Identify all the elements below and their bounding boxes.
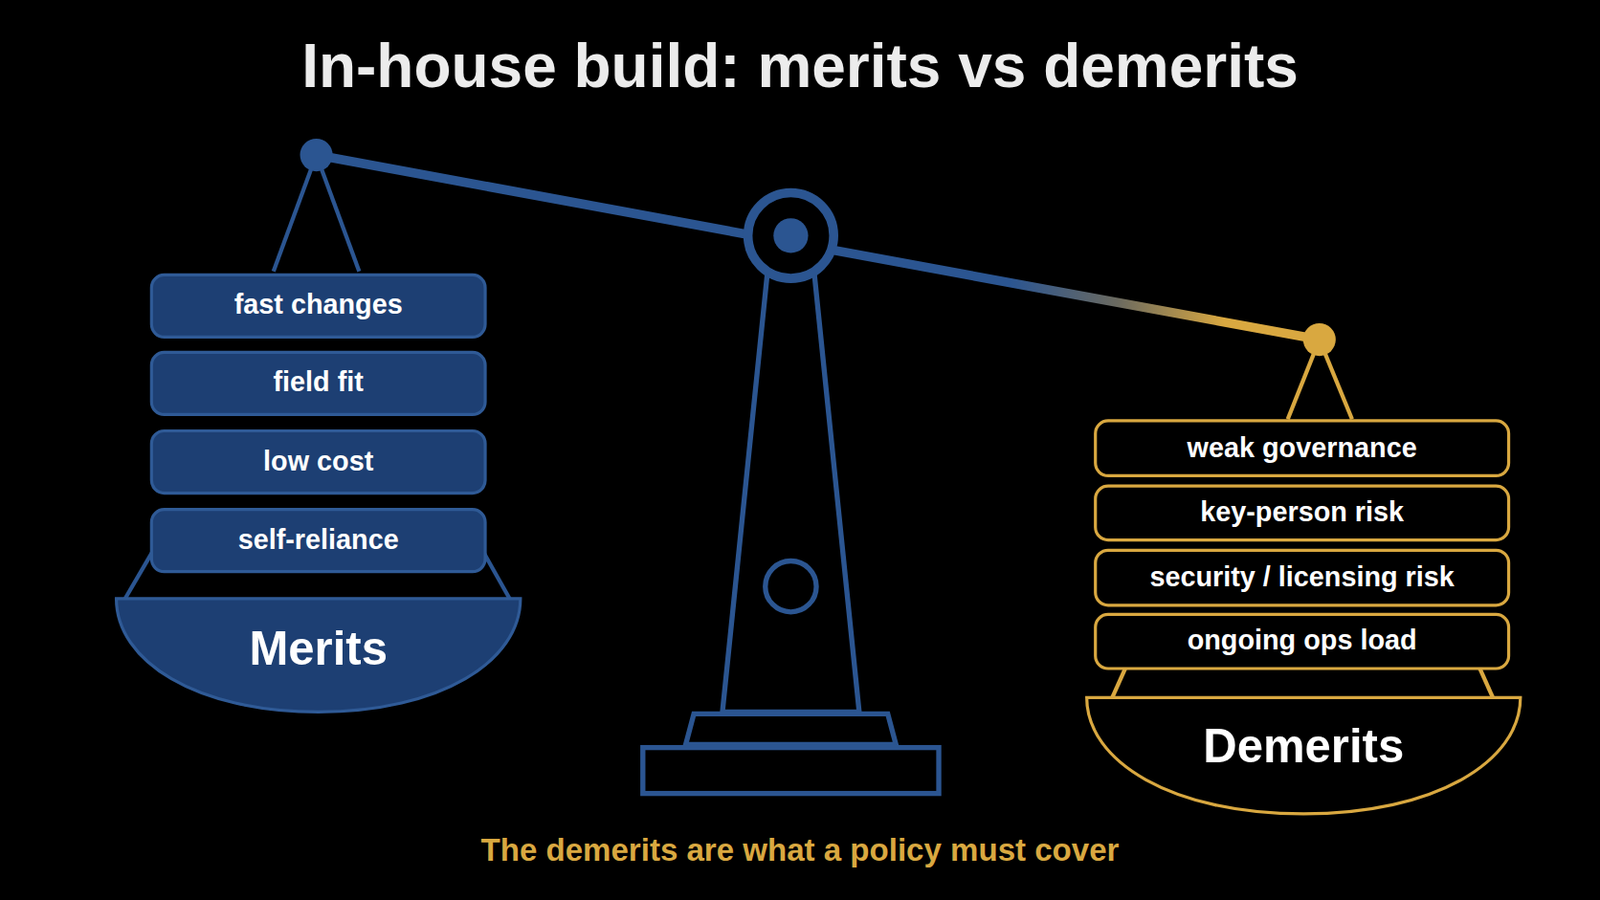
pan-support <box>1111 667 1126 698</box>
demerit-box: ongoing ops load <box>1093 613 1511 671</box>
merit-box: field fit <box>150 351 488 417</box>
demerit-box: key-person risk <box>1093 485 1511 543</box>
pivot-ring <box>748 193 835 280</box>
pan-label: Demerits <box>1202 722 1404 770</box>
beam-end <box>1303 323 1336 356</box>
merit-box: fast changes <box>150 273 488 339</box>
pan-support <box>482 551 511 600</box>
scale-pan: Merits <box>113 597 523 715</box>
box-label: ongoing ops load <box>1187 626 1418 658</box>
pan-outline <box>116 599 521 712</box>
hanger-line <box>316 155 360 272</box>
box-label: low cost <box>263 446 374 478</box>
pivot-dot <box>773 218 808 253</box>
box-label: key-person risk <box>1200 498 1404 530</box>
scale-step <box>686 713 897 745</box>
diagram-title: In-house build: merits vs demerits <box>0 32 1600 100</box>
box-label: field fit <box>273 368 364 400</box>
pan-label: Merits <box>248 625 387 673</box>
pillar-hole <box>765 560 817 612</box>
merit-box: self-reliance <box>150 508 488 574</box>
pan-support <box>1479 667 1493 698</box>
demerit-box: weak governance <box>1093 419 1511 478</box>
demerit-box: security / licensing risk <box>1093 549 1511 608</box>
box-label: self-reliance <box>238 525 400 556</box>
pan-support <box>124 551 154 600</box>
scale-pillar <box>722 273 860 713</box>
box-label: weak governance <box>1187 433 1418 465</box>
scale-base <box>643 748 939 795</box>
scale-pan: Demerits <box>1085 695 1523 817</box>
box-label: fast changes <box>234 290 403 322</box>
pan-outline <box>1087 697 1521 815</box>
merit-box: low cost <box>150 429 488 495</box>
beam-end <box>300 138 334 172</box>
diagram-caption: The demerits are what a policy must cove… <box>0 831 1600 870</box>
hanger-line <box>273 155 317 272</box>
box-label: security / licensing risk <box>1149 562 1454 594</box>
